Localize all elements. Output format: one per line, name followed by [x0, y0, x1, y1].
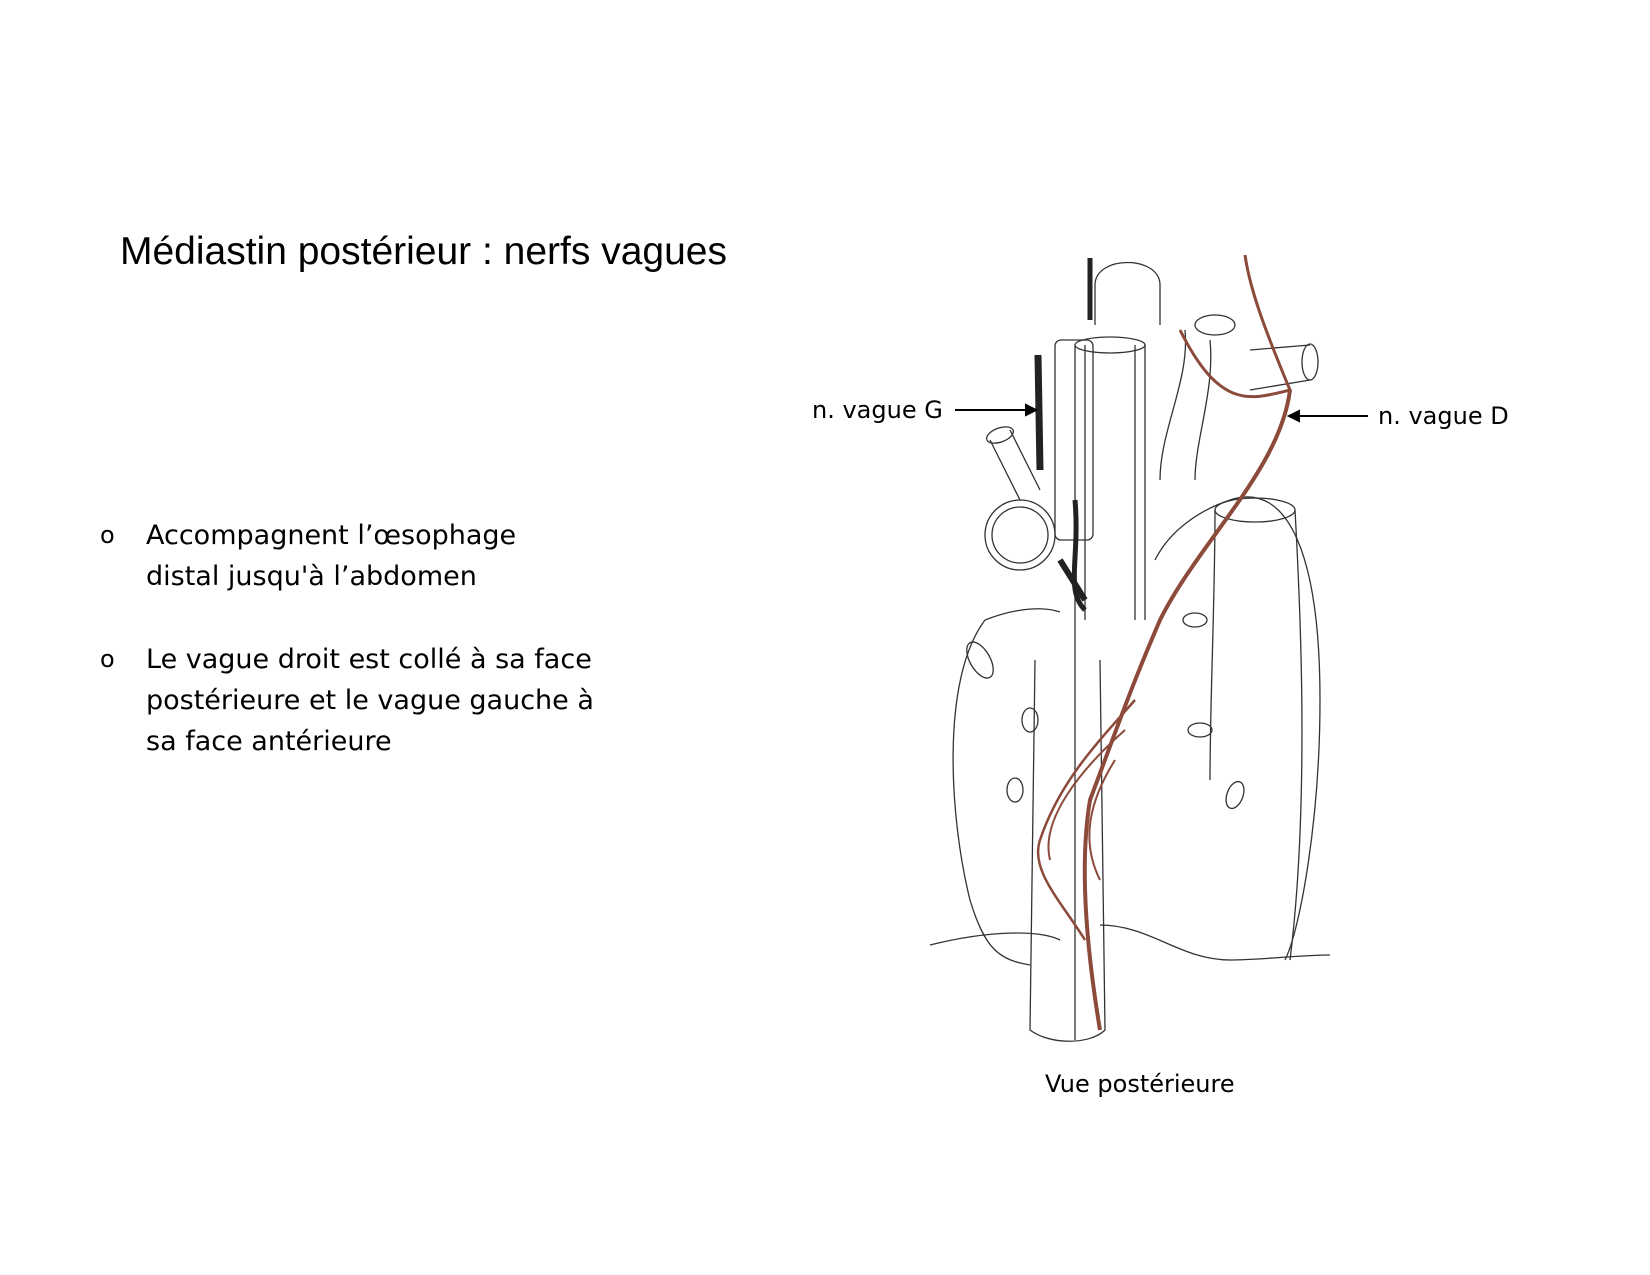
label-right-vagus: n. vague D	[1378, 402, 1509, 430]
bullet-marker-icon: o	[100, 521, 115, 549]
bullet-line: Le vague droit est collé à sa face	[146, 644, 592, 675]
label-left-vagus: n. vague G	[812, 396, 943, 424]
bullet-line: sa face antérieure	[146, 726, 392, 757]
bullet-item: o Le vague droit est collé à sa face pos…	[100, 639, 620, 762]
bullet-line: distal jusqu'à l’abdomen	[146, 561, 477, 592]
bullet-marker-icon: o	[100, 645, 115, 673]
bullet-item: o Accompagnent l’œsophage distal jusqu'à…	[100, 515, 620, 597]
figure-caption: Vue postérieure	[1045, 1070, 1235, 1098]
slide-title: Médiastin postérieur : nerfs vagues	[120, 230, 727, 273]
bullet-list: o Accompagnent l’œsophage distal jusqu'à…	[100, 515, 620, 804]
bullet-line: postérieure et le vague gauche à	[146, 685, 594, 716]
bullet-line: Accompagnent l’œsophage	[146, 520, 517, 551]
